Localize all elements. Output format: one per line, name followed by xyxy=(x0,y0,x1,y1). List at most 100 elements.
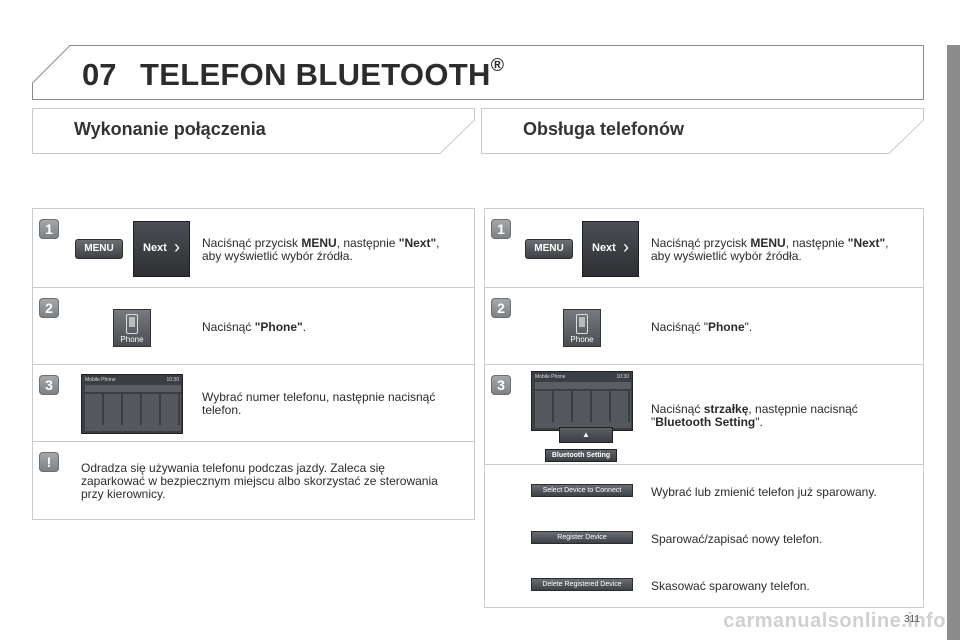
delete-device-button-image: Delete Registered Device xyxy=(531,578,633,591)
text-bold: strzałkę xyxy=(703,402,749,416)
register-device-button-image: Register Device xyxy=(531,531,633,544)
screen-bottom-bar xyxy=(535,422,631,428)
mobile-phone-screen-image: Mobile Phone 10:30 xyxy=(81,374,183,434)
text-part: , następnie nacisnąć xyxy=(748,402,858,416)
left-step-1: 1 MENU Next › Naciśnąć przycisk MENU, na… xyxy=(33,209,474,288)
phone-tile-label: Phone xyxy=(120,335,144,344)
left-steps-box: 1 MENU Next › Naciśnąć przycisk MENU, na… xyxy=(32,208,475,520)
chevron-right-icon: › xyxy=(623,237,629,257)
step-badge: 3 xyxy=(491,375,511,395)
text-part: " xyxy=(651,415,656,429)
phone-icon xyxy=(576,314,588,334)
watermark: carmanualsonline.info xyxy=(723,610,946,632)
option-text: Wybrać lub zmienić telefon już sparowany… xyxy=(651,485,877,499)
text-part: Naciśnąć " xyxy=(651,320,708,334)
step-badge: 2 xyxy=(39,298,59,318)
phone-tile-image: Phone xyxy=(563,309,601,347)
text-part: Naciśnąć przycisk xyxy=(651,236,751,250)
chapter-title-text: TELEFON BLUETOOTH xyxy=(140,57,491,92)
bluetooth-setting-button-image: Bluetooth Setting xyxy=(545,449,617,462)
text-bold: Phone xyxy=(707,320,745,334)
warning-text: Odradza się używania telefonu podczas ja… xyxy=(81,462,471,501)
number-entry-field xyxy=(535,382,631,389)
menu-button-image: MENU xyxy=(525,239,573,259)
text-part: . xyxy=(302,320,307,334)
page-number: 311 xyxy=(904,614,920,625)
step-text: Naciśnąć "Phone". xyxy=(202,321,467,334)
text-part: zaparkować w bezpiecznym miejscu albo sk… xyxy=(81,474,438,488)
text-part: Naciśnąć xyxy=(202,320,255,334)
left-section-header: Wykonanie połączenia xyxy=(32,108,475,154)
right-section-header: Obsługa telefonów xyxy=(481,108,924,154)
right-options: Select Device to Connect Wybrać lub zmie… xyxy=(485,465,923,608)
text-part: , następnie xyxy=(785,236,848,250)
step-text: Wybrać numer telefonu, następnie nacisną… xyxy=(202,391,467,417)
text-part: ". xyxy=(755,415,763,429)
screen-bottom-bar xyxy=(85,425,181,431)
right-steps-box: 1 MENU Next › Naciśnąć przycisk MENU, na… xyxy=(484,208,924,608)
phone-tile-label: Phone xyxy=(570,335,594,344)
warning-badge: ! xyxy=(39,452,59,472)
text-part: aby wyświetlić wybór źródła. xyxy=(202,249,353,263)
number-entry-field xyxy=(85,385,181,392)
step-badge: 1 xyxy=(491,219,511,239)
screen-time: 10:30 xyxy=(616,374,629,380)
chapter-number: 07 xyxy=(82,57,117,92)
text-part: , xyxy=(436,236,440,250)
right-step-3: 3 Mobile Phone 10:30 ▲ Bluetooth Setting… xyxy=(485,365,923,465)
step-text: Naciśnąć przycisk MENU, następnie "Next"… xyxy=(202,237,467,263)
chapter-title: TELEFON BLUETOOTH® xyxy=(140,55,505,93)
screen-title: Mobile Phone xyxy=(535,374,566,380)
text-part: , następnie xyxy=(336,236,399,250)
text-part: , xyxy=(885,236,889,250)
text-part: Wybrać numer telefonu, następnie nacisną… xyxy=(202,390,436,404)
right-step-1: 1 MENU Next › Naciśnąć przycisk MENU, na… xyxy=(485,209,923,288)
next-label: Next xyxy=(143,242,167,254)
text-part: Naciśnąć xyxy=(651,402,704,416)
text-part: Odradza się używania telefonu podczas ja… xyxy=(81,461,385,475)
mobile-phone-screen-image: Mobile Phone 10:30 xyxy=(531,371,633,431)
keypad xyxy=(85,394,181,426)
step-badge: 1 xyxy=(39,219,59,239)
option-text: Sparować/zapisać nowy telefon. xyxy=(651,532,823,546)
right-step-2: 2 Phone Naciśnąć "Phone". xyxy=(485,288,923,365)
side-tab-bar xyxy=(947,45,960,640)
right-section-frame xyxy=(481,108,924,154)
text-part: ". xyxy=(744,320,753,334)
step-text: Naciśnąć strzałkę, następnie nacisnąć "B… xyxy=(651,403,916,429)
text-part: Naciśnąć przycisk xyxy=(202,236,302,250)
step-badge: 3 xyxy=(39,375,59,395)
text-bold: Bluetooth Setting xyxy=(655,415,756,429)
next-button-image: Next › xyxy=(133,221,190,277)
right-section-title: Obsługa telefonów xyxy=(523,119,685,139)
text-bold: MENU xyxy=(750,236,786,250)
left-section-title: Wykonanie połączenia xyxy=(74,119,266,139)
header-frame xyxy=(32,45,924,100)
text-part: przy kierownicy. xyxy=(81,487,166,501)
text-bold: "Next" xyxy=(398,236,437,250)
text-bold: MENU xyxy=(301,236,337,250)
select-device-button-image: Select Device to Connect xyxy=(531,484,633,497)
text-part: aby wyświetlić wybór źródła. xyxy=(651,249,802,263)
phone-icon xyxy=(126,314,138,334)
next-button-image: Next › xyxy=(582,221,639,277)
next-label: Next xyxy=(592,242,616,254)
screen-title: Mobile Phone xyxy=(85,377,116,383)
keypad xyxy=(535,391,631,423)
left-warning: ! Odradza się używania telefonu podczas … xyxy=(33,442,474,520)
step-text: Naciśnąć "Phone". xyxy=(651,321,916,334)
left-section-frame xyxy=(32,108,475,154)
phone-tile-image: Phone xyxy=(113,309,151,347)
screen-time: 10:30 xyxy=(166,377,179,383)
text-bold: "Phone" xyxy=(254,320,303,334)
step-badge: 2 xyxy=(491,298,511,318)
menu-button-image: MENU xyxy=(75,239,123,259)
chevron-right-icon: › xyxy=(174,237,180,257)
text-bold: "Next" xyxy=(847,236,886,250)
left-step-2: 2 Phone Naciśnąć "Phone". xyxy=(33,288,474,365)
left-step-3: 3 Mobile Phone 10:30 Wybrać numer telefo… xyxy=(33,365,474,442)
registered-mark: ® xyxy=(490,55,505,75)
option-text: Skasować sparowany telefon. xyxy=(651,579,810,593)
arrow-up-icon: ▲ xyxy=(559,427,613,443)
chapter-header: 07 TELEFON BLUETOOTH® xyxy=(32,45,924,100)
